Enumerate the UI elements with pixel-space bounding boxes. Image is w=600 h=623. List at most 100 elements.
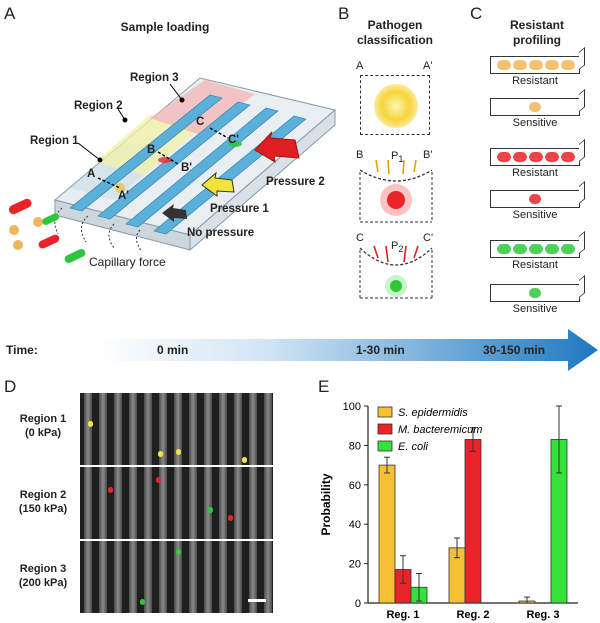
micro-row-2-label: Region 2(150 kPa) <box>18 489 68 515</box>
y-axis-label: Probability <box>319 473 333 535</box>
micro-channel <box>264 393 272 465</box>
micro-channel <box>219 393 227 465</box>
capillary-label: Capillary force <box>89 255 166 269</box>
panel-e-letter: E <box>318 377 330 396</box>
micro-row-3-label: Region 3(200 kPa) <box>18 563 68 589</box>
micro-channel <box>219 467 227 539</box>
micro-channel <box>159 467 167 539</box>
timeline-arrow <box>95 329 598 371</box>
tube-cell <box>561 60 575 70</box>
panel-c-letter: C <box>470 4 483 23</box>
micro-channel <box>264 467 272 539</box>
micro-cell <box>156 477 161 483</box>
yellow-cell <box>374 84 418 128</box>
micro-channel <box>174 393 182 465</box>
micro-channel <box>114 393 122 465</box>
bar-0-0 <box>378 464 396 604</box>
y-tick-label: 0 <box>355 598 361 610</box>
pressure1-label: Pressure 1 <box>210 203 269 215</box>
tube-3 <box>490 148 580 166</box>
micro-channel <box>84 393 92 465</box>
micro-channel <box>189 541 197 613</box>
point-b: B <box>147 144 156 156</box>
micro-channel <box>99 393 107 465</box>
x-tick-label: Reg. 1 <box>386 609 419 621</box>
tube-3-label: Resistant <box>512 167 558 179</box>
panel-a-letter: A <box>4 4 16 23</box>
micro-cell <box>176 449 181 455</box>
tube-6 <box>490 284 580 302</box>
tube-cell <box>513 60 527 70</box>
micro-channel <box>249 541 257 613</box>
micro-channel <box>144 393 152 465</box>
section-c-diagram <box>359 245 433 299</box>
micro-cell <box>242 457 247 463</box>
legend-swatch-1 <box>377 423 393 435</box>
micro-row-1 <box>80 393 273 465</box>
micro-channel <box>219 541 227 613</box>
tube-5 <box>490 240 580 258</box>
tube-cell <box>513 152 527 162</box>
tube-cell <box>497 152 511 162</box>
panel-d-letter: D <box>4 377 17 396</box>
legend-label-0: S. epidermidis <box>398 407 468 419</box>
section-a-left: A <box>356 60 364 72</box>
point-a: A <box>87 168 96 180</box>
legend-swatch-2 <box>377 440 393 452</box>
micro-channel <box>114 467 122 539</box>
x-tick-label: Reg. 2 <box>456 609 489 621</box>
pressure2-arrow <box>254 131 300 163</box>
micro-cell <box>208 507 213 513</box>
micro-channel <box>249 393 257 465</box>
micro-channel <box>189 467 197 539</box>
micro-row-3 <box>80 541 273 613</box>
micro-channel <box>144 467 152 539</box>
panel-b-letter: B <box>338 4 350 23</box>
bacteria-outside <box>8 198 86 263</box>
micro-cell <box>108 487 113 493</box>
region3-label: Region 3 <box>130 72 179 84</box>
tube-cell <box>497 244 511 254</box>
micro-row-1-label: Region 1(0 kPa) <box>19 413 67 439</box>
tube-2 <box>490 98 580 116</box>
y-tick-label: 100 <box>343 401 361 413</box>
tube-cell <box>497 60 511 70</box>
tube-4-label: Sensitive <box>512 209 558 221</box>
y-tick-label: 80 <box>349 440 361 452</box>
point-c-prime: C' <box>228 134 240 146</box>
section-b-right: B' <box>423 149 433 161</box>
chip-diagram <box>8 77 337 263</box>
micro-cell <box>158 451 163 457</box>
micro-row-2 <box>80 467 273 539</box>
micro-channel <box>249 467 257 539</box>
y-tick-label: 20 <box>349 559 361 571</box>
point-a-prime: A' <box>118 190 130 202</box>
no-pressure-label: No pressure <box>187 227 255 239</box>
timeline-tick-2: 30-150 min <box>483 343 546 357</box>
region1-label: Region 1 <box>30 135 79 147</box>
y-tick-label: 40 <box>349 519 361 531</box>
tube-5-label: Resistant <box>512 259 558 271</box>
tube-cell <box>529 244 543 254</box>
tube-cell <box>545 244 559 254</box>
micro-cell <box>176 549 181 555</box>
micro-channel <box>114 541 122 613</box>
tube-cell <box>529 60 543 70</box>
legend-swatch-0 <box>377 406 393 418</box>
micro-channel <box>129 541 137 613</box>
micro-cell <box>88 421 93 427</box>
tube-cell <box>529 194 541 204</box>
micro-channel <box>174 467 182 539</box>
micro-channel <box>204 541 212 613</box>
tube-cell <box>561 244 575 254</box>
tube-4 <box>490 190 580 208</box>
point-c: C <box>196 116 205 128</box>
timeline-tick-0: 0 min <box>157 343 189 357</box>
tube-2-label: Sensitive <box>512 117 558 129</box>
tube-cell <box>545 152 559 162</box>
micro-channel <box>99 467 107 539</box>
section-c-pressure: P2 <box>391 240 404 255</box>
micro-channel <box>84 541 92 613</box>
micro-channel <box>234 393 242 465</box>
